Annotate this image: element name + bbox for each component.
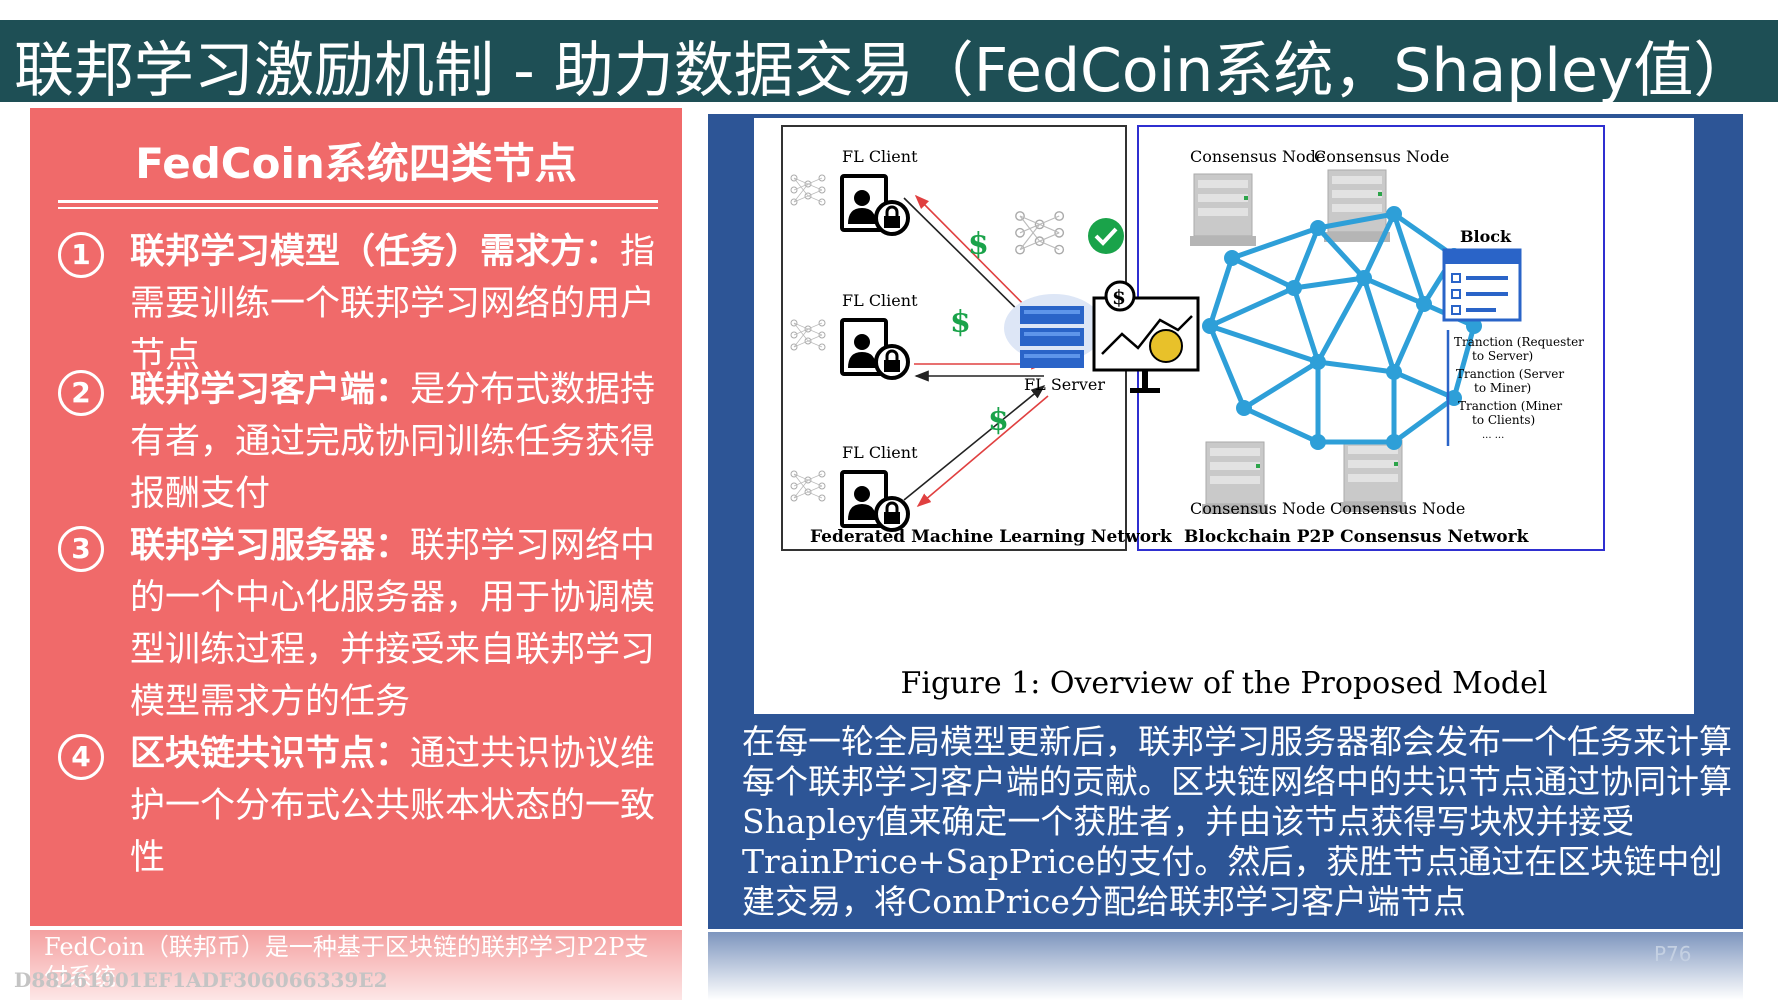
heading-divider-secondary xyxy=(58,207,658,209)
figure-description: 在每一轮全局模型更新后，联邦学习服务器都会发布一个任务来计算每个联邦学习客户端的… xyxy=(742,722,1732,921)
fl-client-label: FL Client xyxy=(842,443,918,462)
block-note: Tranction (Miner xyxy=(1458,399,1562,413)
system-overview-figure: FL Client FL Client FL Client $ $ $ xyxy=(754,118,1694,714)
footer-text: FedCoin（联邦币）是一种基于区块链的联邦学习P2P支付系统 xyxy=(44,933,649,991)
p2p-network-label: Blockchain P2P Consensus Network xyxy=(1184,527,1530,547)
fl-client-label: FL Client xyxy=(842,291,918,310)
title-bar xyxy=(0,20,1778,102)
coin-dollar-icon: $ xyxy=(1112,285,1126,309)
fl-client-label: FL Client xyxy=(842,147,918,166)
block-note: to Server) xyxy=(1472,349,1533,363)
figure-panel-footer xyxy=(708,932,1743,1000)
fl-server-icon xyxy=(1020,306,1084,368)
number-badge: 2 xyxy=(58,370,104,416)
neural-net-icon xyxy=(790,174,826,206)
node-text: 区块链共识节点：通过共识协议维护一个分布式公共账本状态的一致性 xyxy=(130,728,660,884)
node-term: 联邦学习服务器： xyxy=(130,525,411,566)
number-badge: 3 xyxy=(58,526,104,572)
page-number: P76 xyxy=(1654,942,1692,966)
panel-footer: FedCoin（联邦币）是一种基于区块链的联邦学习P2P支付系统 xyxy=(30,930,682,1000)
heading-divider xyxy=(58,200,658,203)
block-note: to Miner) xyxy=(1474,381,1531,395)
node-text: 联邦学习模型（任务）需求方：指需要训练一个联邦学习网络的用户节点 xyxy=(130,226,660,382)
watermark: D88261901EF1ADF306066339E2 xyxy=(14,968,388,992)
consensus-node-label: Consensus Node xyxy=(1190,499,1325,518)
node-term: 联邦学习客户端： xyxy=(130,369,411,410)
node-desc: 联邦学习网络中的一个中心化服务器，用于协调模型训练过程，并接受来自联邦学习模型需… xyxy=(130,526,656,722)
payment-dollar-icon: $ xyxy=(968,227,989,262)
consensus-node-label: Consensus Node xyxy=(1330,499,1465,518)
node-text: 联邦学习服务器：联邦学习网络中的一个中心化服务器，用于协调模型训练过程，并接受来… xyxy=(130,520,660,728)
node-text: 联邦学习客户端：是分布式数据持有者，通过完成协同训练任务获得报酬支付 xyxy=(130,364,660,520)
node-desc: 指需要训练一个联邦学习网络的用户节点 xyxy=(130,232,656,376)
consensus-server-icon xyxy=(1189,173,1257,247)
consensus-node-label: Consensus Node xyxy=(1314,147,1449,166)
number-badge: 1 xyxy=(58,232,104,278)
slide-title: 联邦学习激励机制 - 助力数据交易（FedCoin系统，Shapley值） xyxy=(14,36,1754,106)
arrow-to-client xyxy=(916,395,1049,508)
node-term: 联邦学习模型（任务）需求方： xyxy=(130,231,621,272)
payment-dollar-icon: $ xyxy=(988,403,1009,438)
fl-client-icon xyxy=(840,470,910,532)
node-desc: 是分布式数据持有者，通过完成协同训练任务获得报酬支付 xyxy=(130,370,656,514)
payment-monitor-icon: $ xyxy=(1092,280,1200,393)
fl-server-label: FL Server xyxy=(1024,375,1105,394)
consensus-server-icon xyxy=(1323,169,1391,243)
check-icon xyxy=(1088,218,1124,254)
block-note: Tranction (Requester xyxy=(1454,335,1584,349)
payment-dollar-icon: $ xyxy=(950,305,971,340)
neural-net-icon xyxy=(790,470,826,502)
overview-diagram: FL Client FL Client FL Client $ $ $ xyxy=(781,125,1605,551)
block-note: ... ... xyxy=(1482,430,1504,441)
figure-caption: Figure 1: Overview of the Proposed Model xyxy=(900,666,1548,701)
fl-network-label: Federated Machine Learning Network xyxy=(810,527,1173,547)
block-note: to Clients) xyxy=(1472,413,1535,427)
block-label: Block xyxy=(1460,227,1512,246)
node-term: 区块链共识节点： xyxy=(130,733,411,774)
node-types-panel: FedCoin系统四类节点 1 联邦学习模型（任务）需求方：指需要训练一个联邦学… xyxy=(30,108,682,926)
global-model-net-icon xyxy=(1015,211,1065,255)
arrow-to-server xyxy=(903,384,1046,501)
block-ledger-icon xyxy=(1442,248,1522,322)
neural-net-icon xyxy=(790,319,826,351)
number-badge: 4 xyxy=(58,734,104,780)
fl-client-icon xyxy=(840,174,910,236)
fl-client-icon xyxy=(840,318,910,380)
block-note: Tranction (Server xyxy=(1456,367,1564,381)
panel-heading: FedCoin系统四类节点 xyxy=(135,139,577,188)
consensus-node-label: Consensus Node xyxy=(1190,147,1325,166)
node-desc: 通过共识协议维护一个分布式公共账本状态的一致性 xyxy=(130,734,656,878)
